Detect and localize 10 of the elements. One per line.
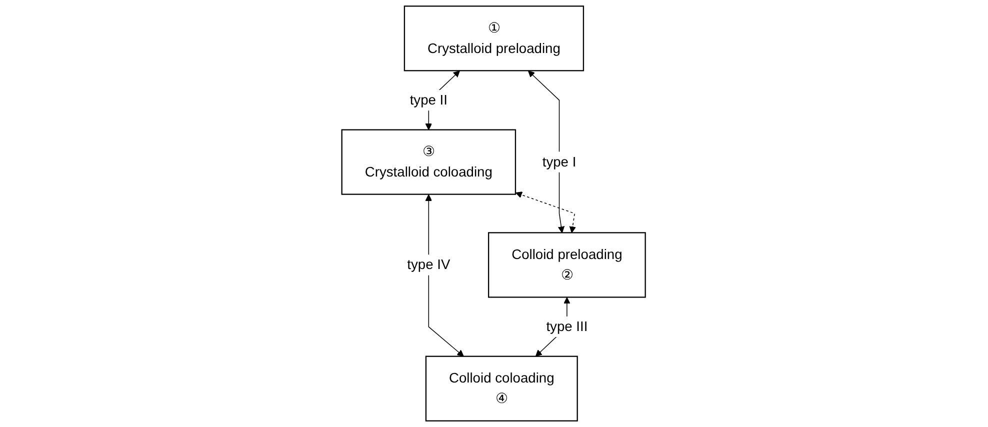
node-box: ① Crystalloid preloading (404, 6, 584, 72)
arrow (426, 194, 464, 357)
edge-label: type III (546, 318, 588, 334)
node-box: ③ Crystalloid coloading (342, 129, 516, 195)
edge-label: type II (410, 92, 448, 108)
edge-label: type I (542, 154, 577, 170)
edge-label: type IV (408, 256, 451, 272)
node-box: Colloid coloading ④ (426, 356, 578, 422)
arrow (516, 192, 576, 233)
node-box: Colloid preloading ② (488, 232, 646, 298)
